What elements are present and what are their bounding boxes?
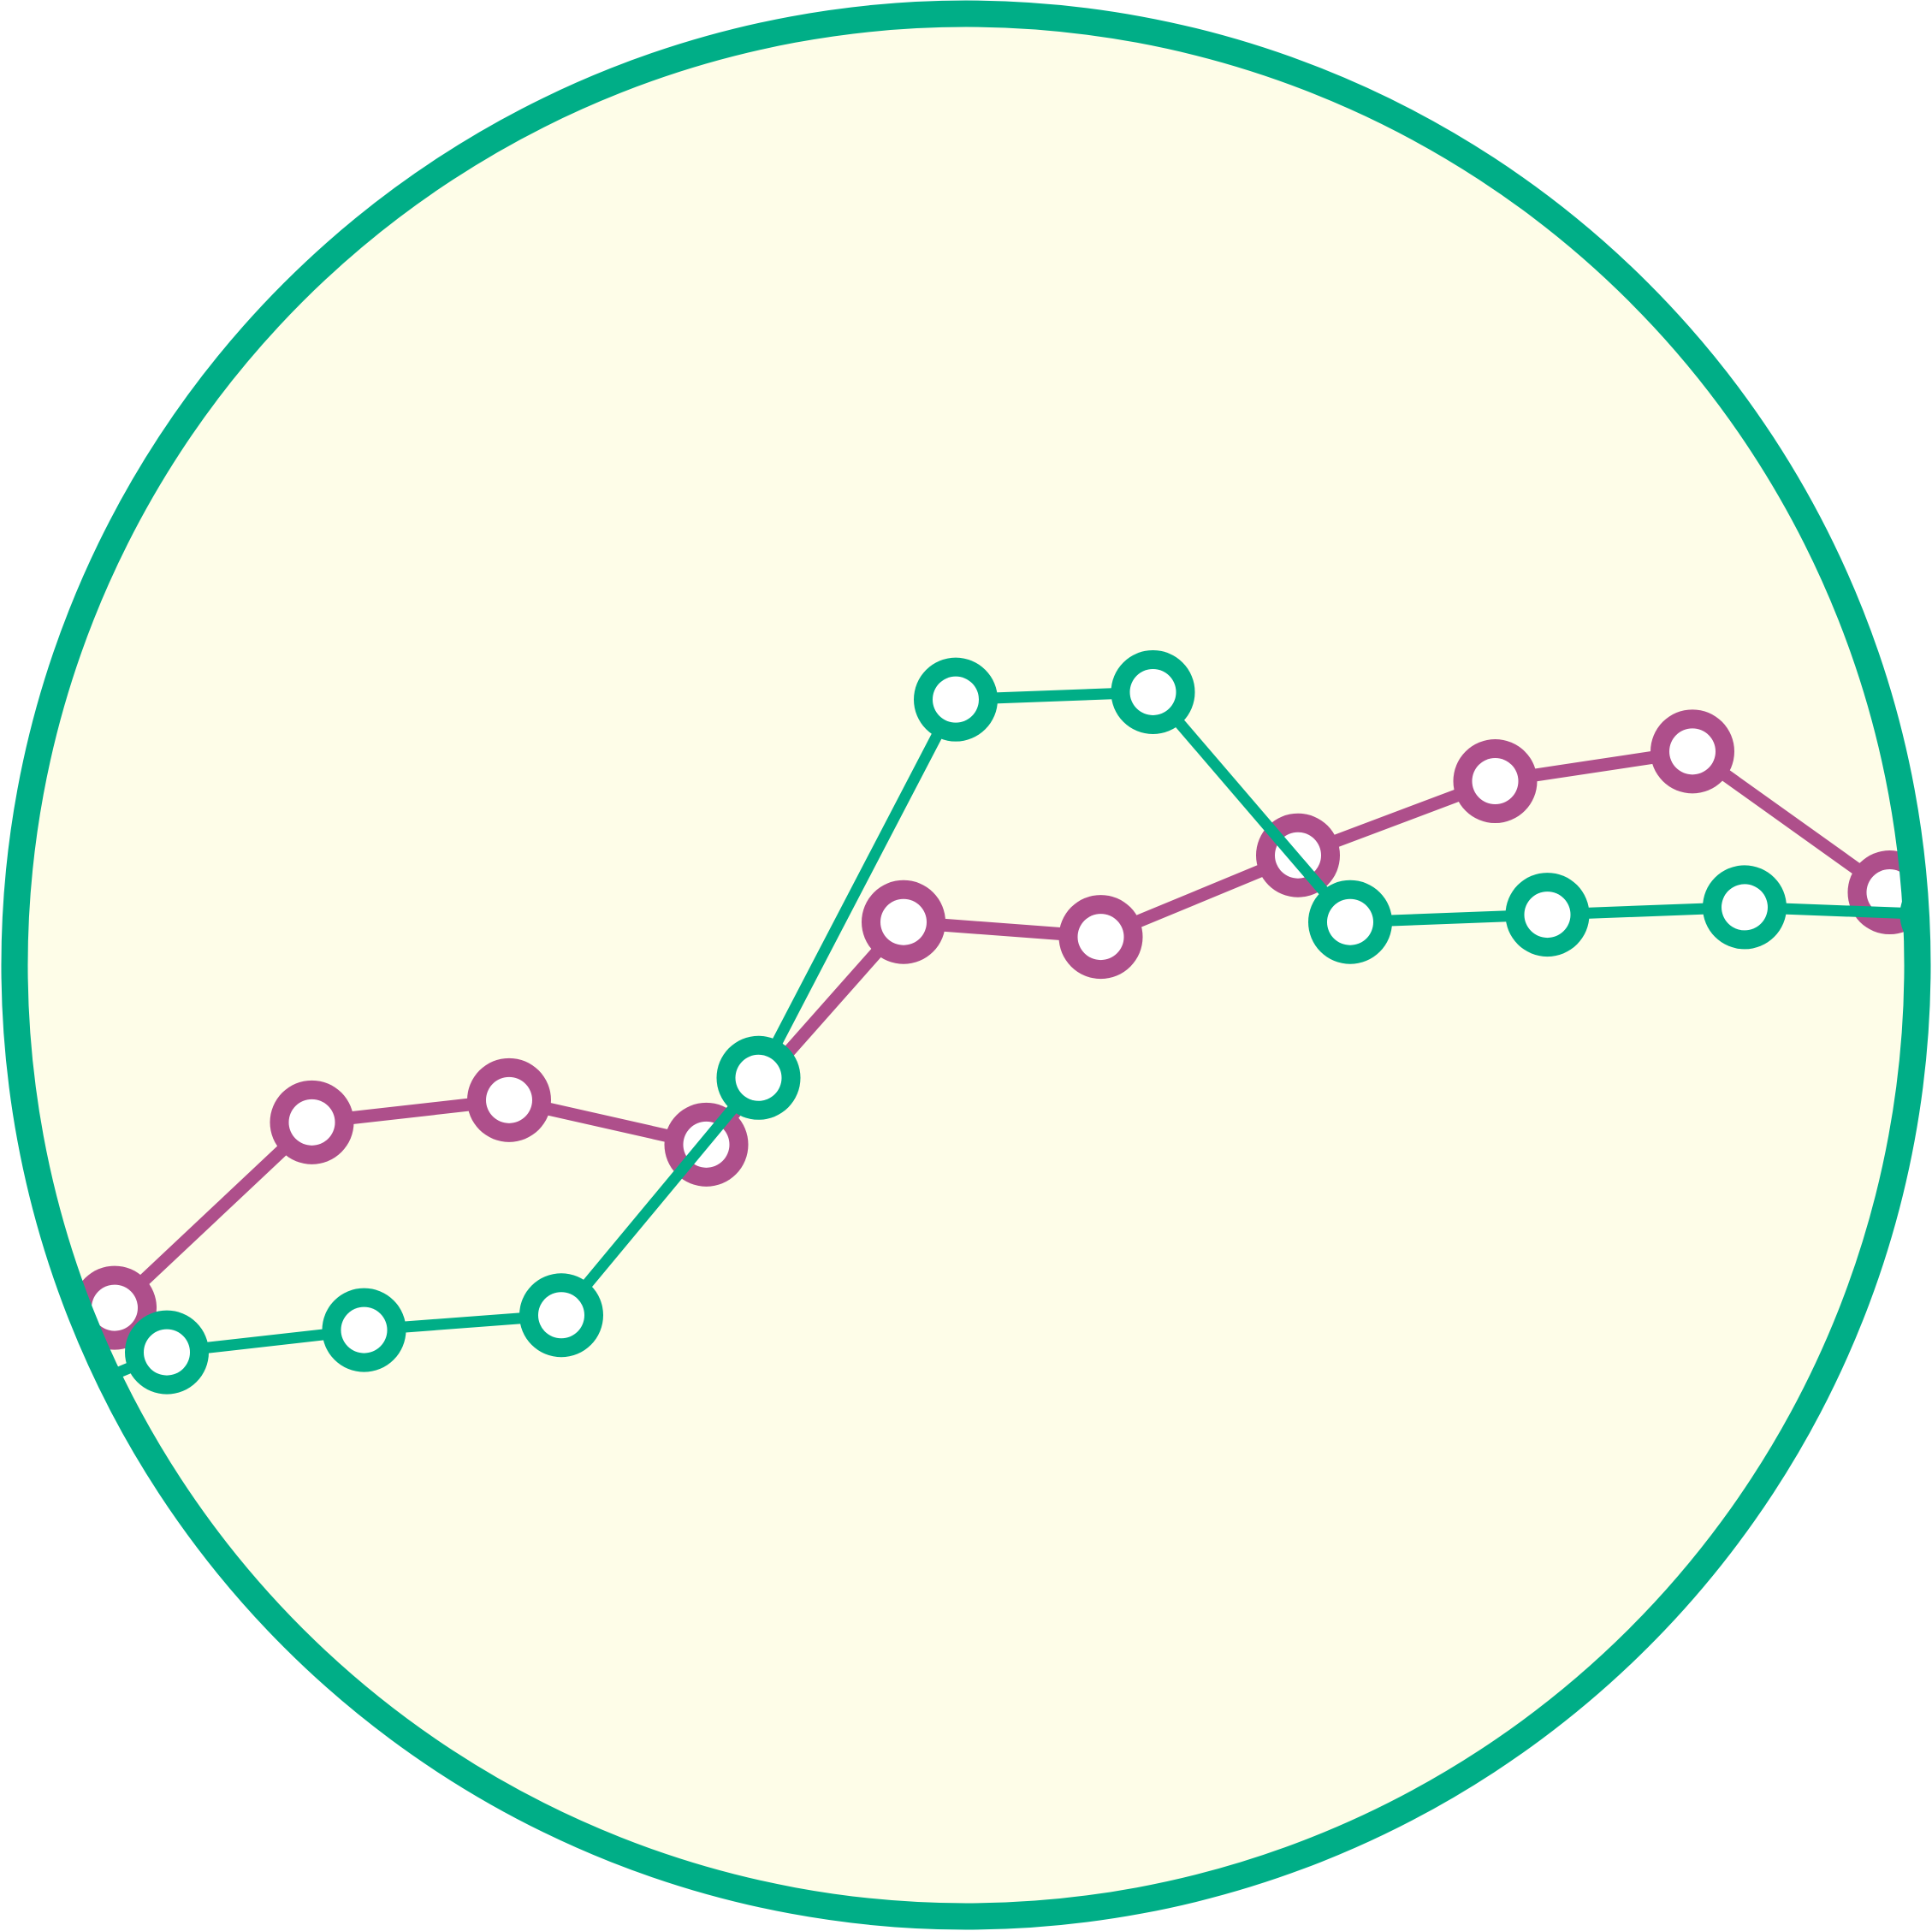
series-1-marker-center-3 [486, 1076, 532, 1123]
series-1-marker-center-6 [1077, 914, 1124, 961]
series-2-marker-center-6 [1129, 668, 1176, 715]
series-2-marker-center-8 [1524, 891, 1571, 939]
series-1-marker-center-8 [1472, 758, 1519, 805]
series-2-marker-center-1 [144, 1329, 190, 1376]
series-2-marker-center-9 [1722, 884, 1768, 931]
series-2-marker-center-4 [735, 1054, 782, 1101]
series-1-marker-center-9 [1669, 728, 1716, 775]
series-2-marker-center-5 [933, 676, 979, 723]
series-1-marker-center-1 [92, 1284, 138, 1331]
series-1-marker-center-2 [288, 1099, 335, 1146]
series-2-marker-center-2 [341, 1306, 388, 1353]
series-1-marker-center-5 [880, 898, 927, 945]
series-2 [62, 649, 1905, 1401]
plot-area [27, 649, 1905, 1461]
series-2-marker-center-3 [538, 1292, 584, 1339]
circle-background [27, 27, 1905, 1904]
series-2-marker-center-7 [1327, 898, 1373, 945]
